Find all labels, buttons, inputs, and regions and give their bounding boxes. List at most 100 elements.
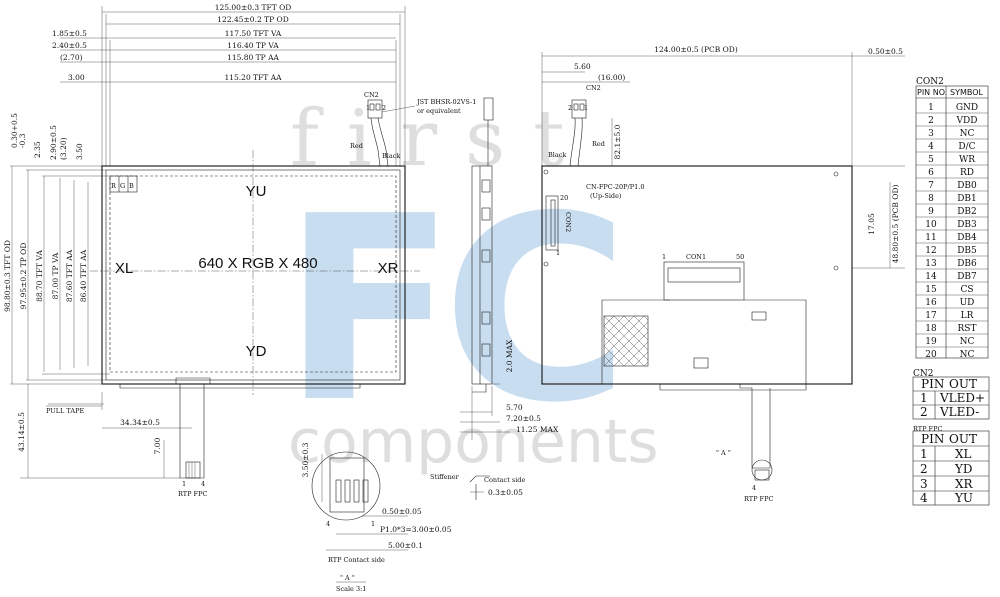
detail-a: 3.50±0.3 4 1 0.50±0.05 P1.0*3=3.00±0.05 … [301, 442, 452, 593]
con2-row-pin: 18 [925, 324, 937, 334]
watermark-fc: FC [282, 162, 615, 459]
dim-v-tft-aa-b: 86.40 TFT AA [79, 249, 88, 302]
con2-row-pin: 8 [928, 194, 934, 204]
con2-row-symbol: NC [960, 129, 975, 139]
con2-row-pin: 2 [928, 116, 934, 126]
con1-label: CON1 [686, 253, 706, 261]
rtp-row-3-out: XR [955, 477, 974, 491]
label-xr: XR [378, 260, 399, 277]
back-wire-red: Red [592, 140, 605, 148]
front-view: 125.00±0.3 TFT OD 122.45±0.2 TP OD 117.5… [3, 3, 476, 498]
detail-pin-4: 4 [326, 520, 330, 528]
rtp-fpc-label: RTP FPC [178, 490, 207, 498]
rtp-pin-table: RTP FPC PIN OUT 1 XL 2 YD 3 XR 4 YU [912, 425, 990, 506]
con2-row-pin: 15 [925, 285, 937, 295]
cn2-row-1-out: VLED+ [939, 391, 985, 405]
back-rtp-fpc-label: RTP FPC [744, 495, 773, 503]
con2-row-pin: 11 [925, 233, 936, 243]
watermark-first: first [290, 94, 592, 184]
con2-row-symbol: DB4 [957, 233, 977, 243]
con2-row-pin: 10 [925, 220, 937, 230]
jst-note-1: JST BHSR-02VS-1 [416, 98, 476, 106]
con2-row-symbol: DB6 [957, 259, 977, 269]
con2-row-pin: 7 [928, 181, 934, 191]
side-dim-11-25: 11.25 MAX [516, 425, 559, 434]
con2-row-symbol: DB7 [957, 272, 977, 282]
side-view: 2.0 MAX 5.70 7.20±0.5 11.25 MAX Stiffene… [430, 97, 559, 500]
side-dim-7-20: 7.20±0.5 [506, 414, 541, 423]
dim-tft-aa: 115.20 TFT AA [224, 73, 282, 82]
rtp-row-3-pin: 3 [920, 477, 928, 491]
con2-row-pin: 17 [925, 311, 937, 321]
side-dim-5-70: 5.70 [506, 403, 523, 412]
rtp-row-1-out: XL [955, 447, 972, 461]
dim-v-offset-b: -0.3 [18, 133, 27, 148]
dim-tp-od: 122.45±0.2 TP OD [217, 15, 288, 24]
rgb-g: G [120, 182, 125, 190]
con2-row-symbol: DB3 [957, 220, 977, 230]
rtp-header-out: OUT [949, 432, 977, 446]
dim-tp-va: 116.40 TP VA [227, 41, 279, 50]
con1-connector: 1 CON1 50 [662, 253, 745, 301]
rgb-pixel: R G B [109, 175, 138, 193]
con2-row-pin: 3 [928, 129, 934, 139]
con2-row-pin: 6 [928, 168, 934, 178]
stiffener-label: Stiffener [430, 473, 460, 481]
con2-header-symbol: SYMBOL [950, 88, 984, 97]
back-dim-17-05: 17.05 [867, 213, 876, 235]
con2-row-symbol: VDD [956, 116, 978, 126]
pull-tape-label: PULL TAPE [46, 407, 84, 415]
con2-row-symbol: UD [960, 298, 975, 308]
cn2-row-1-pin: 1 [920, 391, 928, 405]
con2-row-pin: 20 [925, 350, 937, 360]
ic-hatched [603, 315, 649, 367]
dim-v-tft-aa-a: 87.60 TFT AA [65, 249, 74, 302]
pcb-outline [541, 165, 853, 385]
con2-row-symbol: RST [958, 324, 977, 334]
back-dim-cn2-height: 82.1±5.0 [613, 124, 622, 159]
left-dimensions: 98.80±0.3 TFT OD 97.95±0.2 TP OD 88.70 T… [3, 113, 110, 385]
con2-row-symbol: DB0 [957, 181, 977, 191]
dim-v-offset-f: 3.50 [75, 143, 84, 160]
watermark-components: components [288, 407, 659, 477]
cn2-pin-table: CN2 PIN OUT 1 VLED+ 2 VLED- [912, 369, 990, 420]
dim-left-3: (2.70) [60, 53, 83, 62]
cn2-connector-back: CN2 2 1 Black Red 82.1±5.0 [548, 84, 622, 167]
back-cn2-label: CN2 [586, 84, 601, 92]
rgb-r: R [111, 182, 117, 190]
dim-tft-va: 117.50 TFT VA [225, 29, 282, 38]
rtp-row-4-out: YU [954, 491, 973, 505]
dim-v-offset-d: 2.90±0.5 [49, 125, 58, 160]
fpc-pin-4: 4 [201, 480, 205, 488]
con2-row-symbol: RD [960, 168, 974, 178]
cn2-pin-2: 2 [382, 104, 386, 112]
side-dim-max: 2.0 MAX [505, 339, 514, 372]
dim-v-offset-a: 0.30+0.5 [10, 113, 19, 148]
con2-row-symbol: NC [960, 350, 975, 360]
jst-note-2: or equivalent [417, 107, 461, 115]
back-view: 124.00±0.5 (PCB OD) 0.50±0.5 5.60 (16.00… [541, 45, 905, 503]
top-dimensions: 125.00±0.3 TFT OD 122.45±0.2 TP OD 117.5… [52, 3, 405, 83]
cn2-row-2-pin: 2 [920, 405, 928, 419]
con2-row-pin: 19 [925, 337, 937, 347]
fpc-thickness: 0.3±0.05 [488, 488, 523, 497]
con2-table-title: CON2 [916, 77, 944, 87]
dim-fpc-length: 43.14±0.5 [17, 412, 26, 452]
con2-row-pin: 9 [928, 207, 934, 217]
con2-row-symbol: GND [956, 103, 978, 113]
fpc-upside-label: (Up-Side) [590, 192, 622, 200]
con1-pin-1: 1 [662, 253, 666, 261]
con2-fpc-connector: CN-FPC-20P/P1.0 (Up-Side) CON2 20 1 [545, 183, 644, 257]
cn2-header-out: OUT [949, 377, 977, 391]
back-dim-5-60: 5.60 [574, 62, 591, 71]
wire-red: Red [350, 142, 363, 150]
con2-pin-1: 1 [556, 249, 560, 257]
ic-hatching [603, 315, 649, 367]
con2-row-symbol: CS [960, 285, 973, 295]
back-a-marker: " A " [716, 449, 731, 457]
con2-vertical-label: CON2 [564, 212, 572, 232]
con2-row-pin: 5 [928, 155, 934, 165]
